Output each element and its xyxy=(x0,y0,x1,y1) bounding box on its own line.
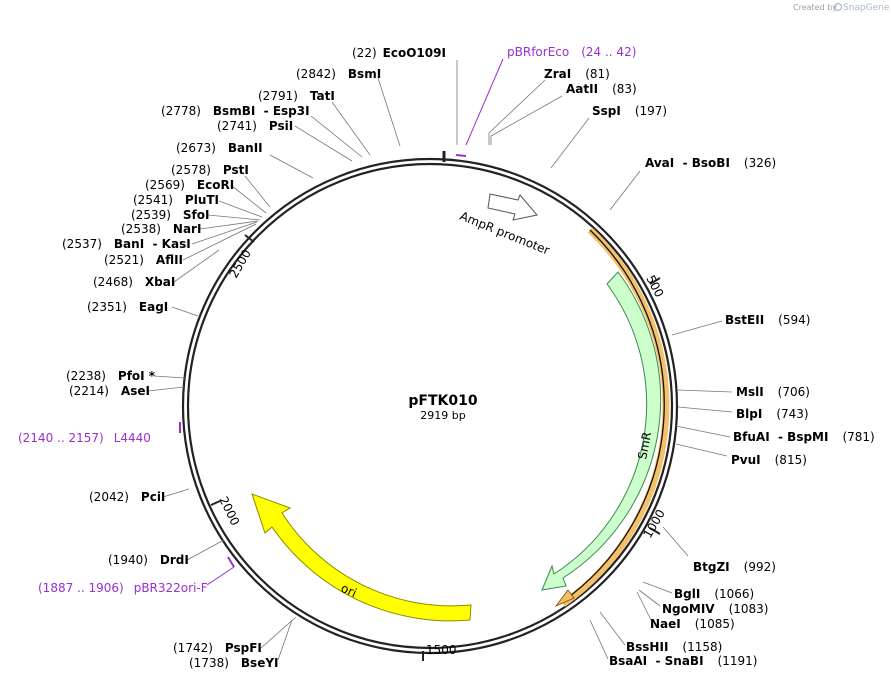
site-PsiI[interactable]: (2741)PsiI xyxy=(217,119,293,133)
site-BanI-KasI[interactable]: (2537)BanI - KasI xyxy=(62,237,191,251)
site-SfoI[interactable]: (2539)SfoI xyxy=(131,208,209,222)
site-AatII[interactable]: AatII(83) xyxy=(566,82,637,96)
site-PstI[interactable]: (2578)PstI xyxy=(171,163,249,177)
leader-lines xyxy=(147,58,733,661)
site-SspI[interactable]: SspI(197) xyxy=(592,104,667,118)
plasmid-name: pFTK010 xyxy=(408,393,477,409)
site-AvaI-BsoBI[interactable]: AvaI - BsoBI(326) xyxy=(645,156,776,170)
site-BsmBI-Esp3I[interactable]: (2778)BsmBI - Esp3I xyxy=(161,104,310,118)
site-PciI[interactable]: (2042)PciI xyxy=(89,490,165,504)
tick-label-1500: 1500 xyxy=(426,643,457,657)
tick-label-2500: 2500 xyxy=(226,247,253,280)
site-BseYI[interactable]: (1738)BseYI xyxy=(189,656,279,670)
site-BfuAI-BspMI[interactable]: BfuAI - BspMI(781) xyxy=(733,430,875,444)
site-PvuI[interactable]: PvuI(815) xyxy=(731,453,807,467)
site-XbaI[interactable]: (2468)XbaI xyxy=(93,275,175,289)
site-ZraI[interactable]: ZraI(81) xyxy=(544,67,610,81)
ori-feature-arrow[interactable] xyxy=(251,493,472,622)
snapgene-logo-icon xyxy=(833,2,843,12)
site-PluTI[interactable]: (2541)PluTI xyxy=(133,193,219,207)
site-DrdI[interactable]: (1940)DrdI xyxy=(108,553,189,567)
ori-feature-label: ori xyxy=(339,581,359,600)
site-BglI[interactable]: BglI(1066) xyxy=(674,587,754,601)
site-MslI[interactable]: MslI(706) xyxy=(736,385,810,399)
site-BtgZI[interactable]: BtgZI(992) xyxy=(693,560,776,574)
primer-pBRforEco[interactable]: pBRforEco(24 .. 42) xyxy=(507,45,636,59)
smr-orf-arrowhead xyxy=(554,589,575,607)
site-PspFI[interactable]: (1742)PspFI xyxy=(173,641,262,655)
primer-L4440[interactable]: (2140 .. 2157)L4440 xyxy=(18,431,151,445)
site-NarI[interactable]: (2538)NarI xyxy=(121,222,201,236)
ampr-promoter-label: AmpR promoter xyxy=(458,209,552,258)
site-AflII[interactable]: (2521)AflII xyxy=(104,253,183,267)
primer-labels: pBRforEco(24 .. 42) (2140 .. 2157)L4440 … xyxy=(18,45,636,595)
plasmid-size: 2919 bp xyxy=(420,409,465,422)
site-NaeI[interactable]: NaeI(1085) xyxy=(650,617,735,631)
site-BssHII[interactable]: BssHII(1158) xyxy=(626,640,722,654)
primer-bar-pBR322ori-F[interactable] xyxy=(227,556,235,568)
restriction-site-labels: (22)EcoO109I ZraI(81) AatII(83) SspI(197… xyxy=(62,46,875,670)
site-BsaAI-SnaBI[interactable]: BsaAI - SnaBI(1191) xyxy=(609,654,757,668)
primer-pBR322ori-F[interactable]: (1887 .. 1906)pBR322ori-F xyxy=(38,581,208,595)
credit-brand: SnapGene xyxy=(843,3,890,13)
site-BstEII[interactable]: BstEII(594) xyxy=(725,313,810,327)
smr-feature-arrow[interactable] xyxy=(541,271,662,591)
site-EagI[interactable]: (2351)EagI xyxy=(87,300,168,314)
site-TatI[interactable]: (2791)TatI xyxy=(258,89,335,103)
site-BsmI[interactable]: (2842)BsmI xyxy=(296,67,381,81)
site-NgoMIV[interactable]: NgoMIV(1083) xyxy=(662,602,768,616)
site-AseI[interactable]: (2214)AseI xyxy=(69,384,150,398)
primer-bar-pBRforEco[interactable] xyxy=(455,154,467,157)
site-PfoI[interactable]: (2238)PfoI * xyxy=(66,369,156,383)
smr-feature-label: SmR xyxy=(635,431,654,461)
site-BlpI[interactable]: BlpI(743) xyxy=(736,407,809,421)
credit-prefix: Created by xyxy=(793,3,837,12)
site-EcoO109I[interactable]: (22)EcoO109I xyxy=(352,46,446,60)
backbone xyxy=(181,157,679,655)
tick-label-2000: 2000 xyxy=(216,494,242,528)
smr-orf-line xyxy=(561,229,665,603)
ampr-promoter-arrow[interactable] xyxy=(487,193,538,221)
site-BanII[interactable]: (2673)BanII xyxy=(176,141,263,155)
site-EcoRI[interactable]: (2569)EcoRI xyxy=(145,178,234,192)
tick-marks xyxy=(210,234,661,661)
